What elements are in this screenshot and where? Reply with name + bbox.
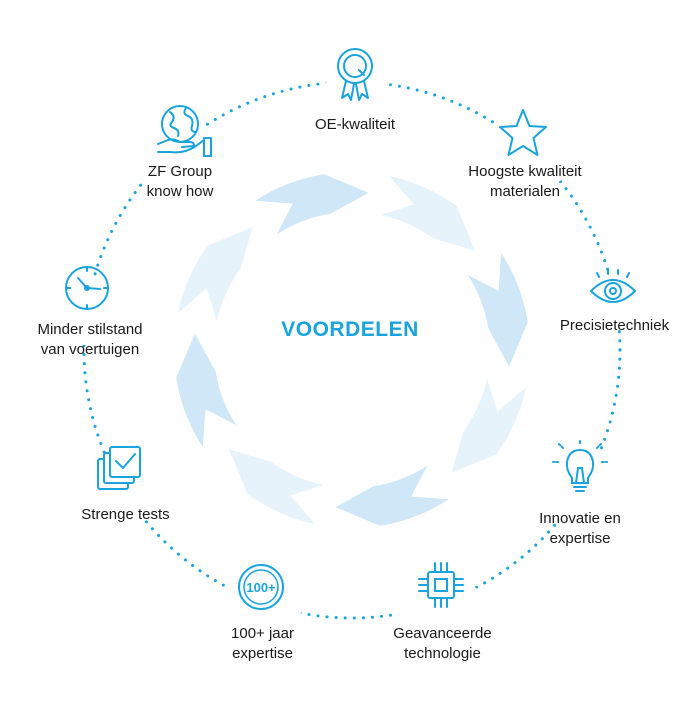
benefit-label-hoogste-kwaliteit: Hoogste kwaliteit materialen [468, 163, 582, 200]
benefit-label-innovatie: Innovatie en expertise [539, 510, 621, 547]
star-icon [499, 109, 547, 156]
benefit-label-100-jaar: 100+ jaar expertise [231, 625, 294, 662]
benefit-label-geavanceerde-technologie: Geavanceerde technologie [393, 625, 492, 662]
cycle-arrow-ring [176, 174, 528, 526]
connector-gap [396, 575, 486, 645]
cycle-arrow-segment [335, 465, 449, 526]
cycle-arrow-segment [255, 174, 369, 235]
connector-gap [468, 120, 578, 190]
benefit-label-precisietechniek: Precisietechniek [559, 317, 670, 334]
benefit-label-oe-kwaliteit: OE-kwaliteit [315, 116, 396, 133]
cycle-arrow-segment [229, 449, 324, 525]
cycle-arrow-segment [451, 378, 527, 473]
award-medal-icon [337, 48, 373, 101]
cycle-arrow-segment [176, 333, 237, 447]
dotted-connector-circle [82, 80, 622, 620]
benefit-label-zf-group: ZF Group know how [146, 163, 214, 200]
benefit-label-strenge-tests: Strenge tests [81, 506, 170, 523]
lightbulb-icon [552, 438, 608, 492]
cycle-arrow-segment [177, 227, 253, 322]
center-title: VOORDELEN [281, 318, 419, 341]
clock-icon [65, 266, 109, 310]
cycle-arrow-segment [467, 253, 528, 367]
eye-icon [589, 269, 637, 303]
hundred-plus-icon-text: 100+ [246, 580, 276, 595]
benefit-label-minder-stilstand: Minder stilstand van voertuigen [37, 321, 143, 358]
checklist-icon [97, 446, 141, 490]
microchip-icon [418, 562, 464, 608]
cycle-arrow-segment [380, 175, 475, 251]
connector-gap [320, 69, 390, 131]
globe-in-hand-icon [157, 105, 212, 157]
hundred-plus-icon: 100+ [238, 564, 284, 610]
